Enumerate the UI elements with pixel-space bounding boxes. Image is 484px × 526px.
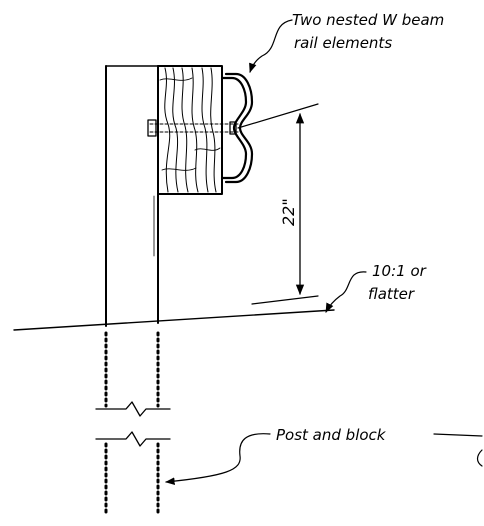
rail-label-line2: rail elements [294,34,392,52]
post-block-label: Post and block [276,426,387,444]
bolt [147,119,241,137]
slope-label-line1: 10:1 or [372,262,427,280]
post-block-edge-tick [476,449,483,467]
wood-block [157,65,223,195]
rail-leader [249,19,293,73]
rail-label-line1: Two nested W beam [292,11,444,29]
height-label: 22" [279,198,298,226]
ground-line [13,309,335,331]
slope-leader [325,271,367,313]
post-block-leader [165,433,271,485]
height-dimension [237,103,319,305]
embedded-post [104,331,160,518]
w-beam-rail [220,72,254,184]
post [105,65,159,327]
post-block-tail [433,433,483,437]
break-lines [95,401,171,447]
slope-label-line2: flatter [368,285,415,303]
